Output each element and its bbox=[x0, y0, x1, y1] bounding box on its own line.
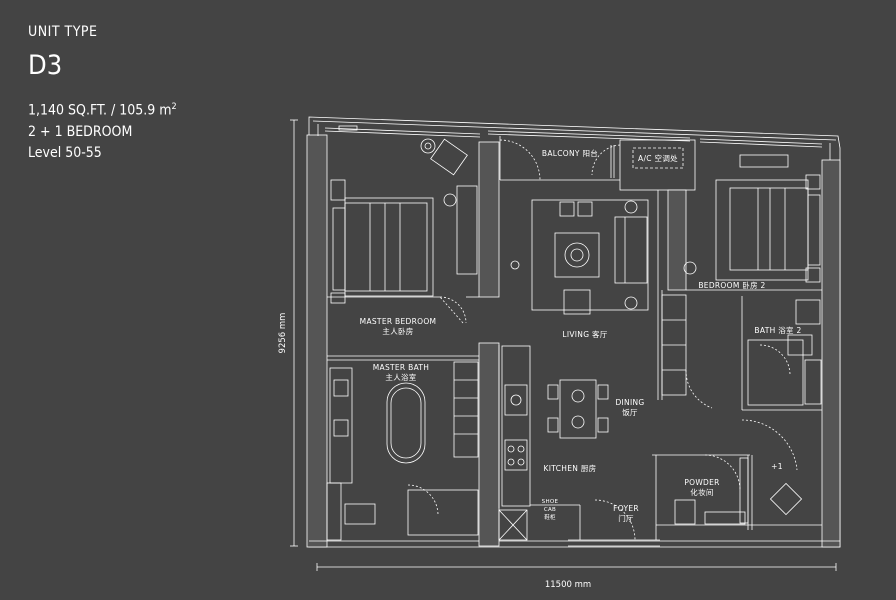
label-shoe-2: CAB bbox=[544, 507, 556, 513]
unit-levels: Level 50-55 bbox=[28, 144, 102, 161]
bath2-fixtures bbox=[747, 299, 822, 406]
label-living: LIVING 客厅 bbox=[562, 329, 607, 339]
master-bath-fixtures bbox=[326, 361, 479, 541]
label-ac: A/C 空调处 bbox=[638, 153, 678, 163]
label-width: 11500 mm bbox=[545, 580, 591, 590]
label-shoe-1: SHOE bbox=[542, 499, 559, 505]
label-master-bedroom-en: MASTER BEDROOM bbox=[360, 317, 437, 326]
label-dining-cn: 饭厅 bbox=[622, 407, 638, 417]
kitchen-counter bbox=[498, 345, 531, 541]
label-foyer-en: FOYER bbox=[613, 504, 639, 513]
label-shoe-3: 鞋柜 bbox=[544, 513, 556, 521]
label-master-bath-en: MASTER BATH bbox=[373, 363, 430, 372]
label-plus1: +1 bbox=[771, 462, 783, 471]
unit-area: 1,140 SQ.FT. / 105.9 m2 bbox=[28, 102, 177, 119]
label-height: 9256 mm bbox=[278, 313, 288, 354]
dimension-width bbox=[316, 563, 837, 571]
label-powder-cn: 化妆间 bbox=[690, 487, 713, 497]
label-foyer-cn: 门厅 bbox=[618, 514, 634, 523]
balcony-glazing bbox=[324, 125, 823, 148]
label-bath2: BATH 浴室 2 bbox=[754, 325, 801, 335]
label-master-bedroom-cn: 主人卧房 bbox=[382, 326, 413, 336]
structural-columns bbox=[478, 141, 687, 547]
balcony-area bbox=[499, 136, 696, 191]
label-bedroom2: BEDROOM 卧房 2 bbox=[698, 280, 765, 290]
dimension-height bbox=[290, 119, 298, 547]
unit-code: D3 bbox=[28, 50, 63, 81]
powder-fixtures bbox=[674, 457, 803, 525]
master-bedroom-furniture bbox=[330, 138, 478, 304]
bedroom2-furniture bbox=[661, 154, 821, 396]
label-balcony: BALCONY 阳台 bbox=[542, 148, 598, 158]
unit-specs: 1,140 SQ.FT. / 105.9 m2 2 + 1 BEDROOM Le… bbox=[28, 97, 177, 164]
room-labels: BALCONY 阳台 A/C 空调处 MASTER BEDROOM 主人卧房 L… bbox=[360, 148, 802, 523]
area-superscript: 2 bbox=[171, 102, 177, 112]
unit-info: UNIT TYPE D3 1,140 SQ.FT. / 105.9 m2 2 +… bbox=[28, 24, 177, 164]
unit-bedrooms: 2 + 1 BEDROOM bbox=[28, 123, 133, 140]
label-powder-en: POWDER bbox=[684, 478, 719, 487]
unit-type-label: UNIT TYPE bbox=[28, 24, 98, 40]
label-master-bath-cn: 主人浴室 bbox=[385, 372, 416, 382]
label-kitchen: KITCHEN 厨房 bbox=[544, 463, 597, 473]
dimension-labels: 11500 mm 9256 mm bbox=[278, 313, 591, 590]
label-dining-en: DINING bbox=[615, 398, 644, 407]
dining-furniture bbox=[547, 379, 609, 439]
exterior-walls bbox=[306, 116, 841, 548]
living-furniture bbox=[510, 199, 649, 315]
